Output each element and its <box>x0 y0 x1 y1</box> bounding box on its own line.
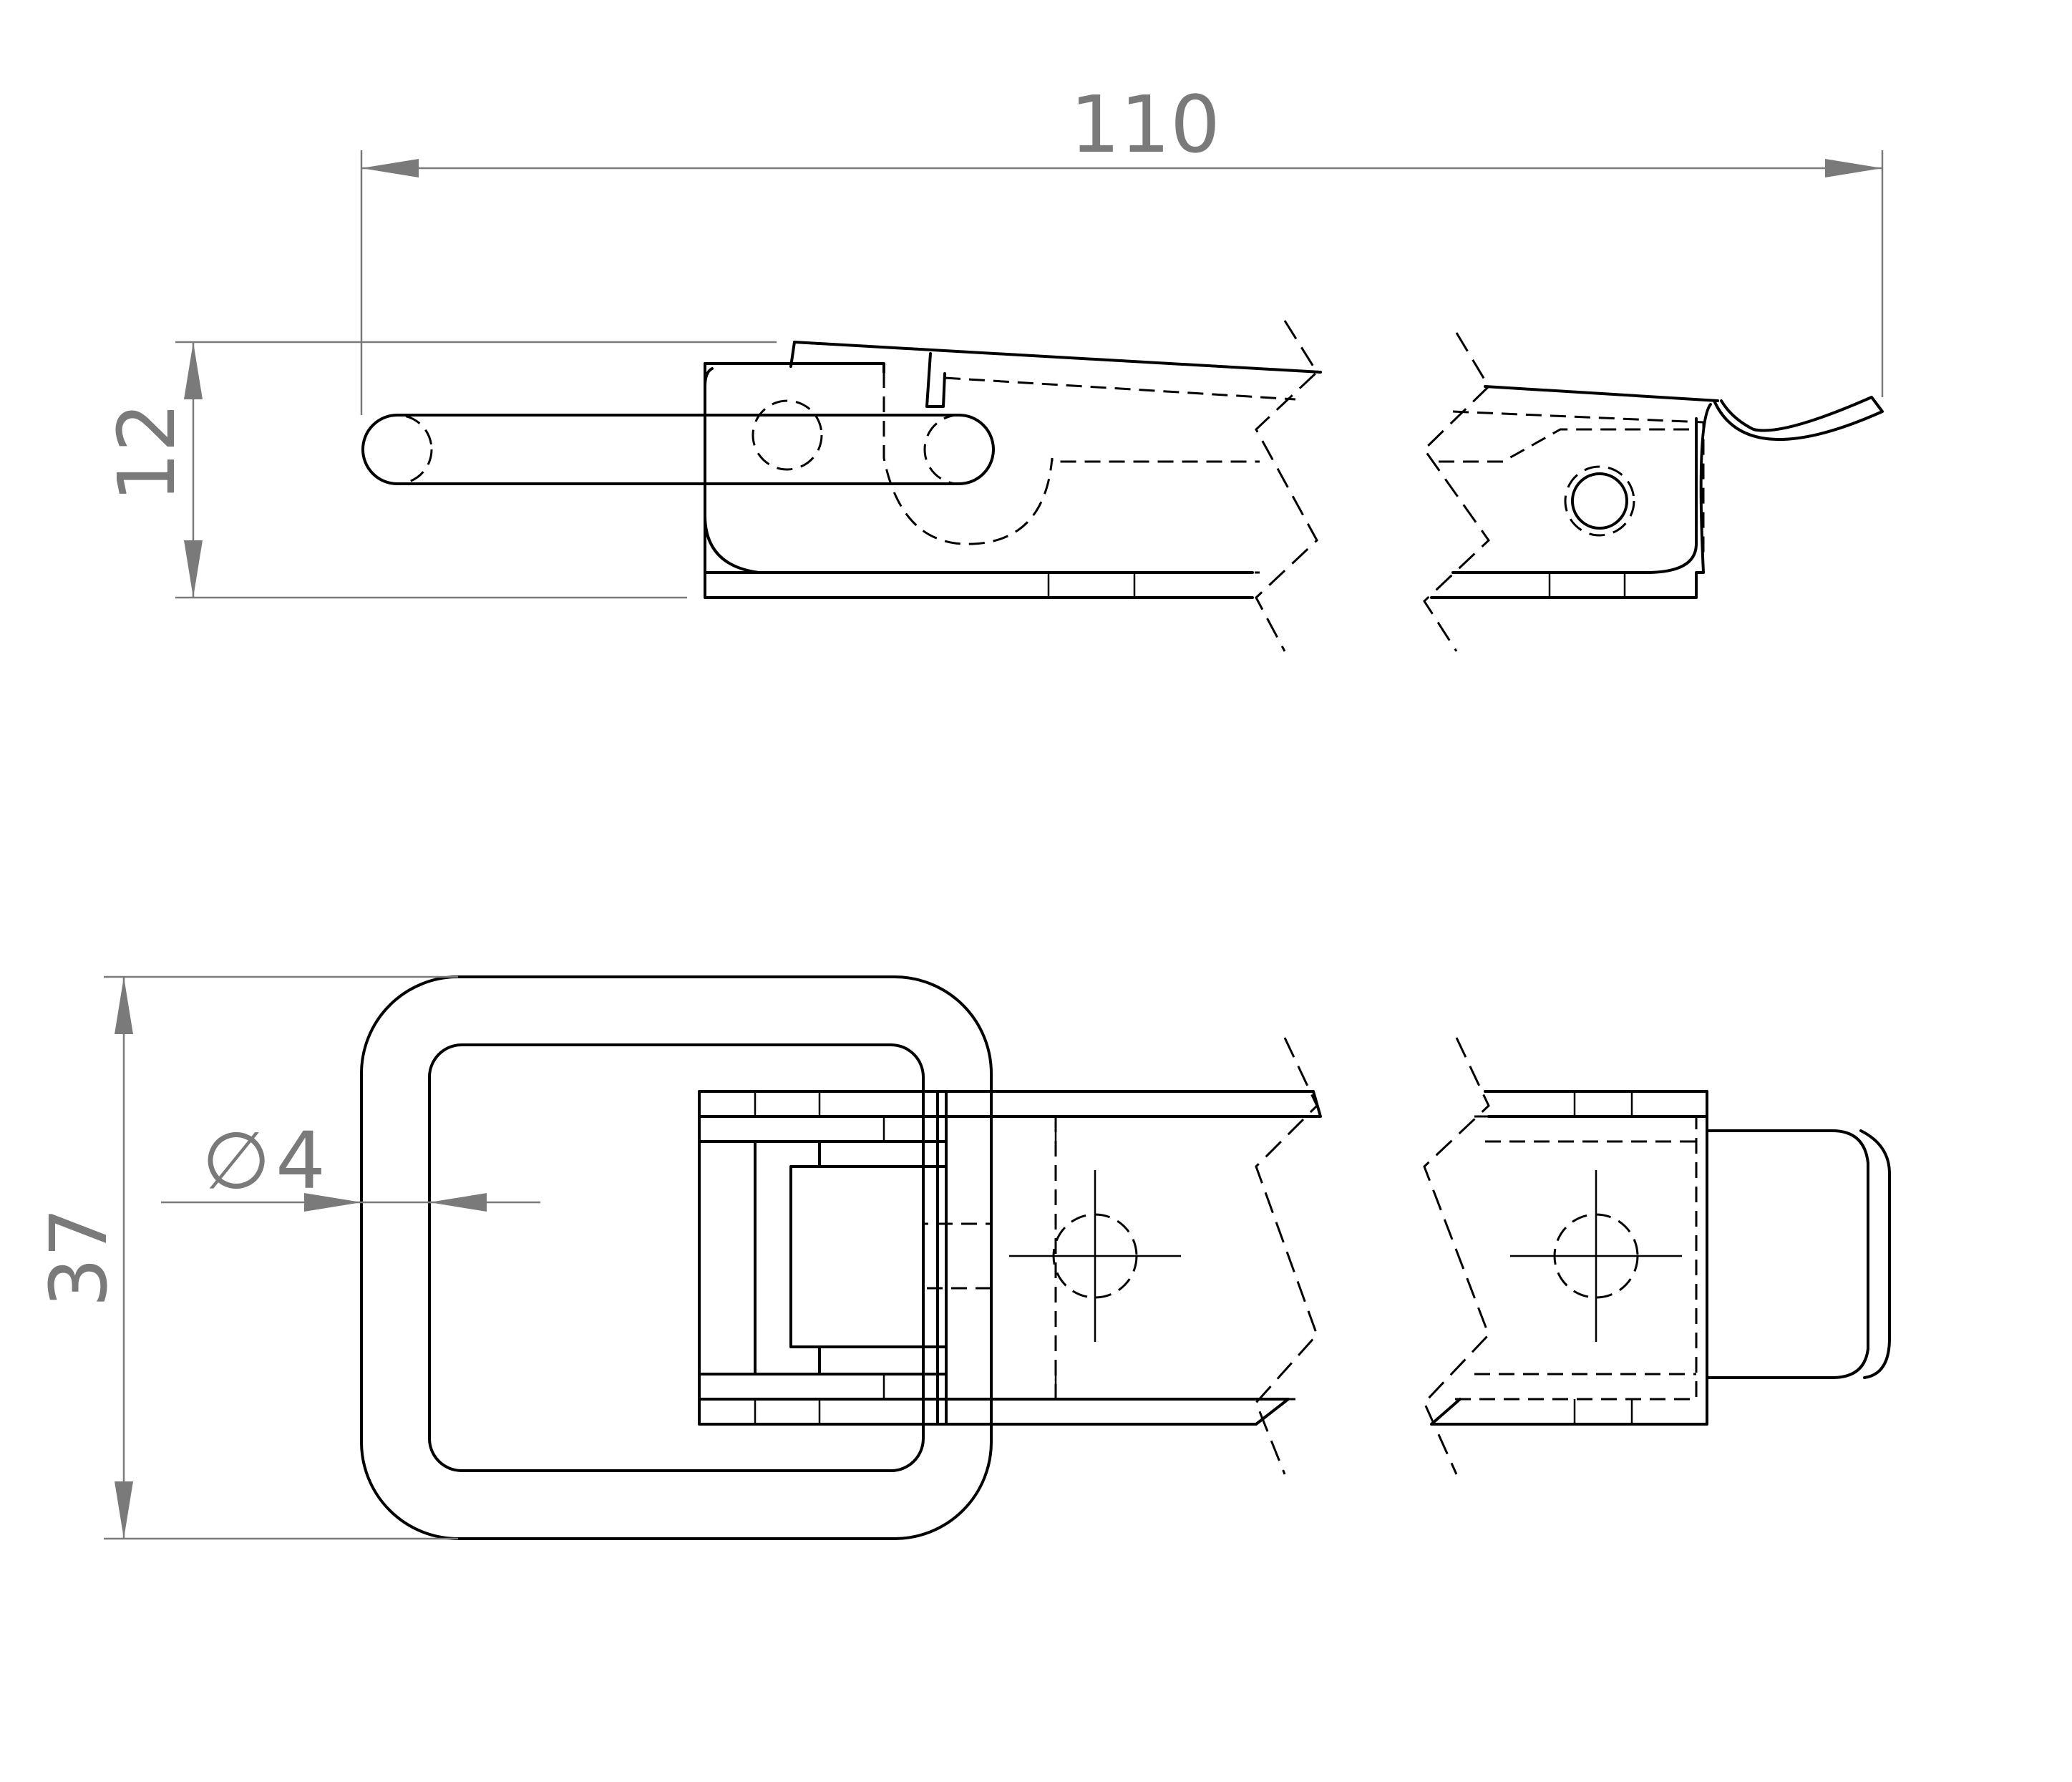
dim-37-arrow-top <box>115 977 133 1034</box>
dim-dia-label: 4 <box>276 1115 326 1207</box>
side-lever-pin-slot <box>925 352 946 408</box>
side-base-plate <box>704 362 1254 599</box>
side-hidden-lever <box>944 376 1296 401</box>
side-rivet-inner <box>1571 472 1628 530</box>
side-hidden-cam <box>882 372 1260 545</box>
side-lever-step <box>704 362 885 374</box>
dim-dia-arrow-right <box>429 1193 487 1212</box>
side-right-hidden <box>1439 410 1705 558</box>
dim-110-arrow-left <box>361 159 419 177</box>
side-rod-end-right <box>923 414 995 485</box>
side-rivet-outer <box>1564 465 1635 537</box>
top-view <box>360 975 1891 1540</box>
top-plate-hidden-left <box>922 1115 1303 1401</box>
side-hook <box>1713 396 1884 442</box>
top-loop-outer <box>360 975 993 1540</box>
dim-110-arrow-right <box>1825 159 1882 177</box>
top-hinge-block <box>698 1090 948 1426</box>
dimension-overall-length: 110 <box>360 79 1884 415</box>
top-hinge-u <box>789 1090 948 1426</box>
side-base-rounded-back <box>704 367 760 574</box>
side-pivot-pin <box>752 399 823 471</box>
dim-37-label: 37 <box>33 1207 125 1308</box>
side-right-inner-frame <box>1451 417 1698 574</box>
dimension-wire-diameter: ∅ 4 <box>161 1115 540 1212</box>
dim-dia-symbol: ∅ <box>202 1115 271 1207</box>
top-plate-hidden-right <box>1453 1115 1698 1401</box>
top-break-left <box>1255 1037 1318 1475</box>
side-right-bottom <box>1430 403 1712 599</box>
top-loop-inner <box>428 1043 925 1472</box>
dim-110-label: 110 <box>1070 79 1220 170</box>
side-loop-rod <box>361 414 995 485</box>
dim-12-arrow-bottom <box>184 540 203 598</box>
side-break-right <box>1423 332 1490 652</box>
side-lever-top <box>793 341 1322 374</box>
side-right-top <box>1484 385 1719 402</box>
dimension-overall-width: 37 <box>33 975 458 1540</box>
dimension-side-height: 12 <box>101 341 777 599</box>
dim-dia-arrow-left <box>304 1193 361 1212</box>
dim-12-arrow-top <box>184 342 203 399</box>
top-break-right <box>1423 1037 1490 1475</box>
top-hook-tab <box>1706 1129 1869 1379</box>
dim-12-label: 12 <box>101 402 193 502</box>
dim-37-arrow-bottom <box>115 1481 133 1539</box>
side-break-left <box>1255 320 1318 652</box>
top-plate-band-left <box>945 1090 1322 1426</box>
side-view <box>361 320 1884 652</box>
side-rod-end-left <box>361 414 433 485</box>
